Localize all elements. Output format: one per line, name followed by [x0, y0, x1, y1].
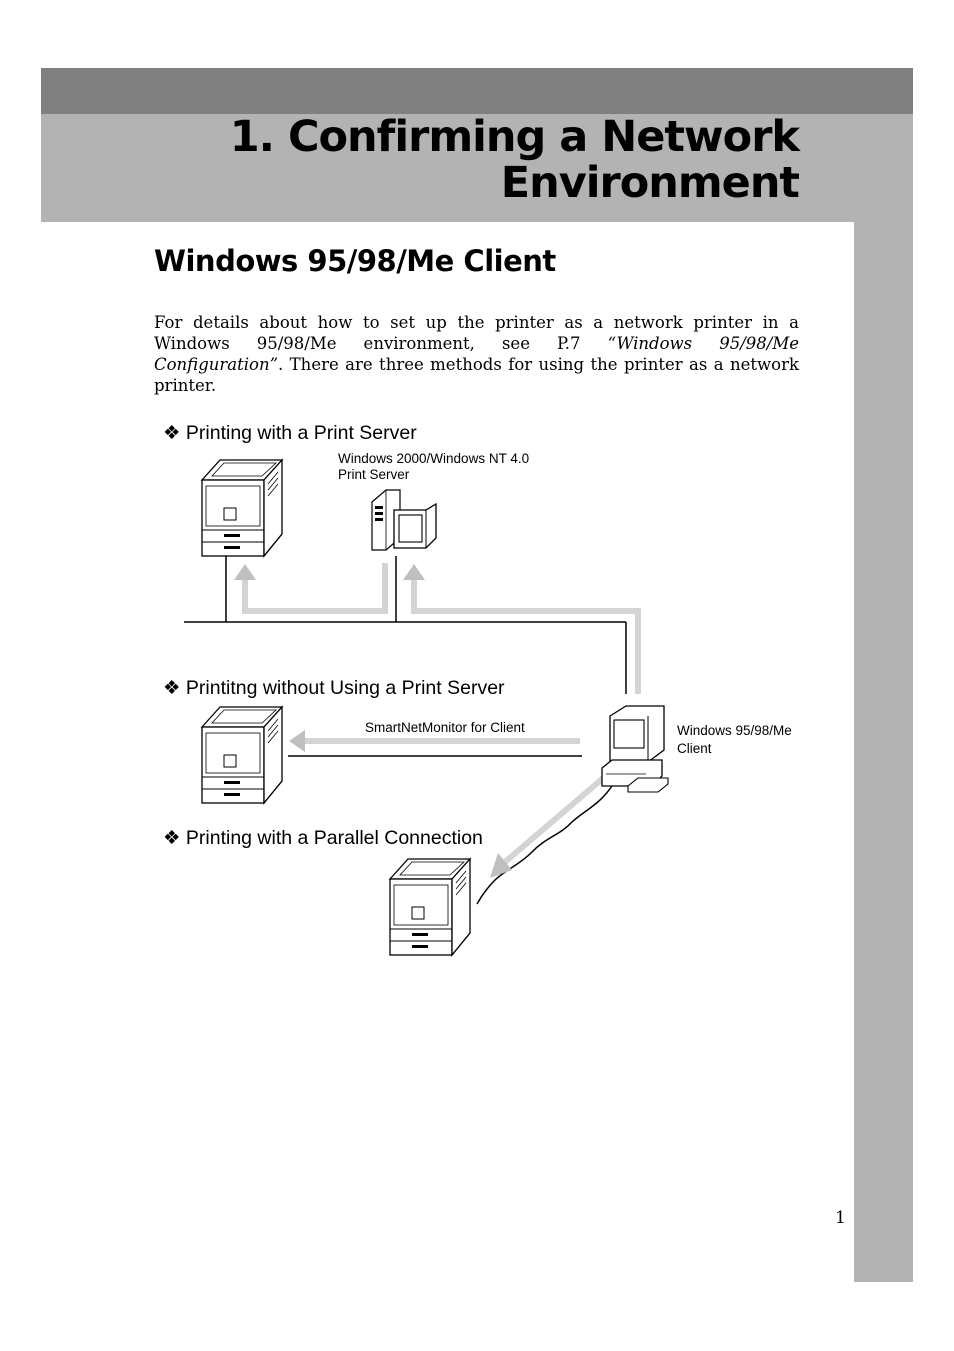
client-label-line1: Windows 95/98/Me — [677, 723, 792, 738]
method-print-server-label: ❖ Printing with a Print Server — [163, 422, 417, 444]
parallel-flow-arrow — [503, 771, 610, 865]
print-server-computer-icon — [371, 489, 437, 551]
smartnetmonitor-label: SmartNetMonitor for Client — [365, 720, 525, 735]
chapter-header-band — [41, 68, 913, 114]
network-lines — [184, 556, 627, 905]
chapter-title-band — [41, 114, 913, 222]
method-parallel-label: ❖ Printing with a Parallel Connection — [163, 827, 483, 849]
arrow-head-direct — [289, 730, 305, 752]
intro-text-2: . There are three methods for using the … — [154, 355, 799, 395]
arrow-head-server — [403, 564, 425, 580]
print-server-flow-arrow — [242, 563, 641, 694]
intro-paragraph: For details about how to set up the prin… — [154, 312, 799, 396]
print-server-label-line1: Windows 2000/Windows NT 4.0 — [338, 451, 529, 466]
client-label-line2: Client — [677, 741, 712, 756]
page-number: 1 — [835, 1208, 846, 1228]
client-computer-icon — [601, 705, 669, 793]
chapter-side-tab — [854, 222, 913, 1282]
printer-icon — [389, 858, 471, 956]
arrow-head-parallel — [490, 853, 512, 878]
printer-icon — [201, 706, 283, 804]
chapter-title: 1. Confirming a Network Environment — [229, 112, 800, 208]
method-no-server-label: ❖ Printitng without Using a Print Server — [163, 677, 505, 699]
arrow-head-printer — [234, 564, 256, 580]
print-server-label-line2: Print Server — [338, 467, 410, 482]
printer-icon — [201, 459, 283, 557]
configuration-link[interactable]: “Windows 95/98/Me Configuration” — [154, 334, 799, 374]
section-title: Windows 95/98/Me Client — [154, 244, 556, 278]
intro-text-1: For details about how to set up the prin… — [154, 313, 799, 353]
